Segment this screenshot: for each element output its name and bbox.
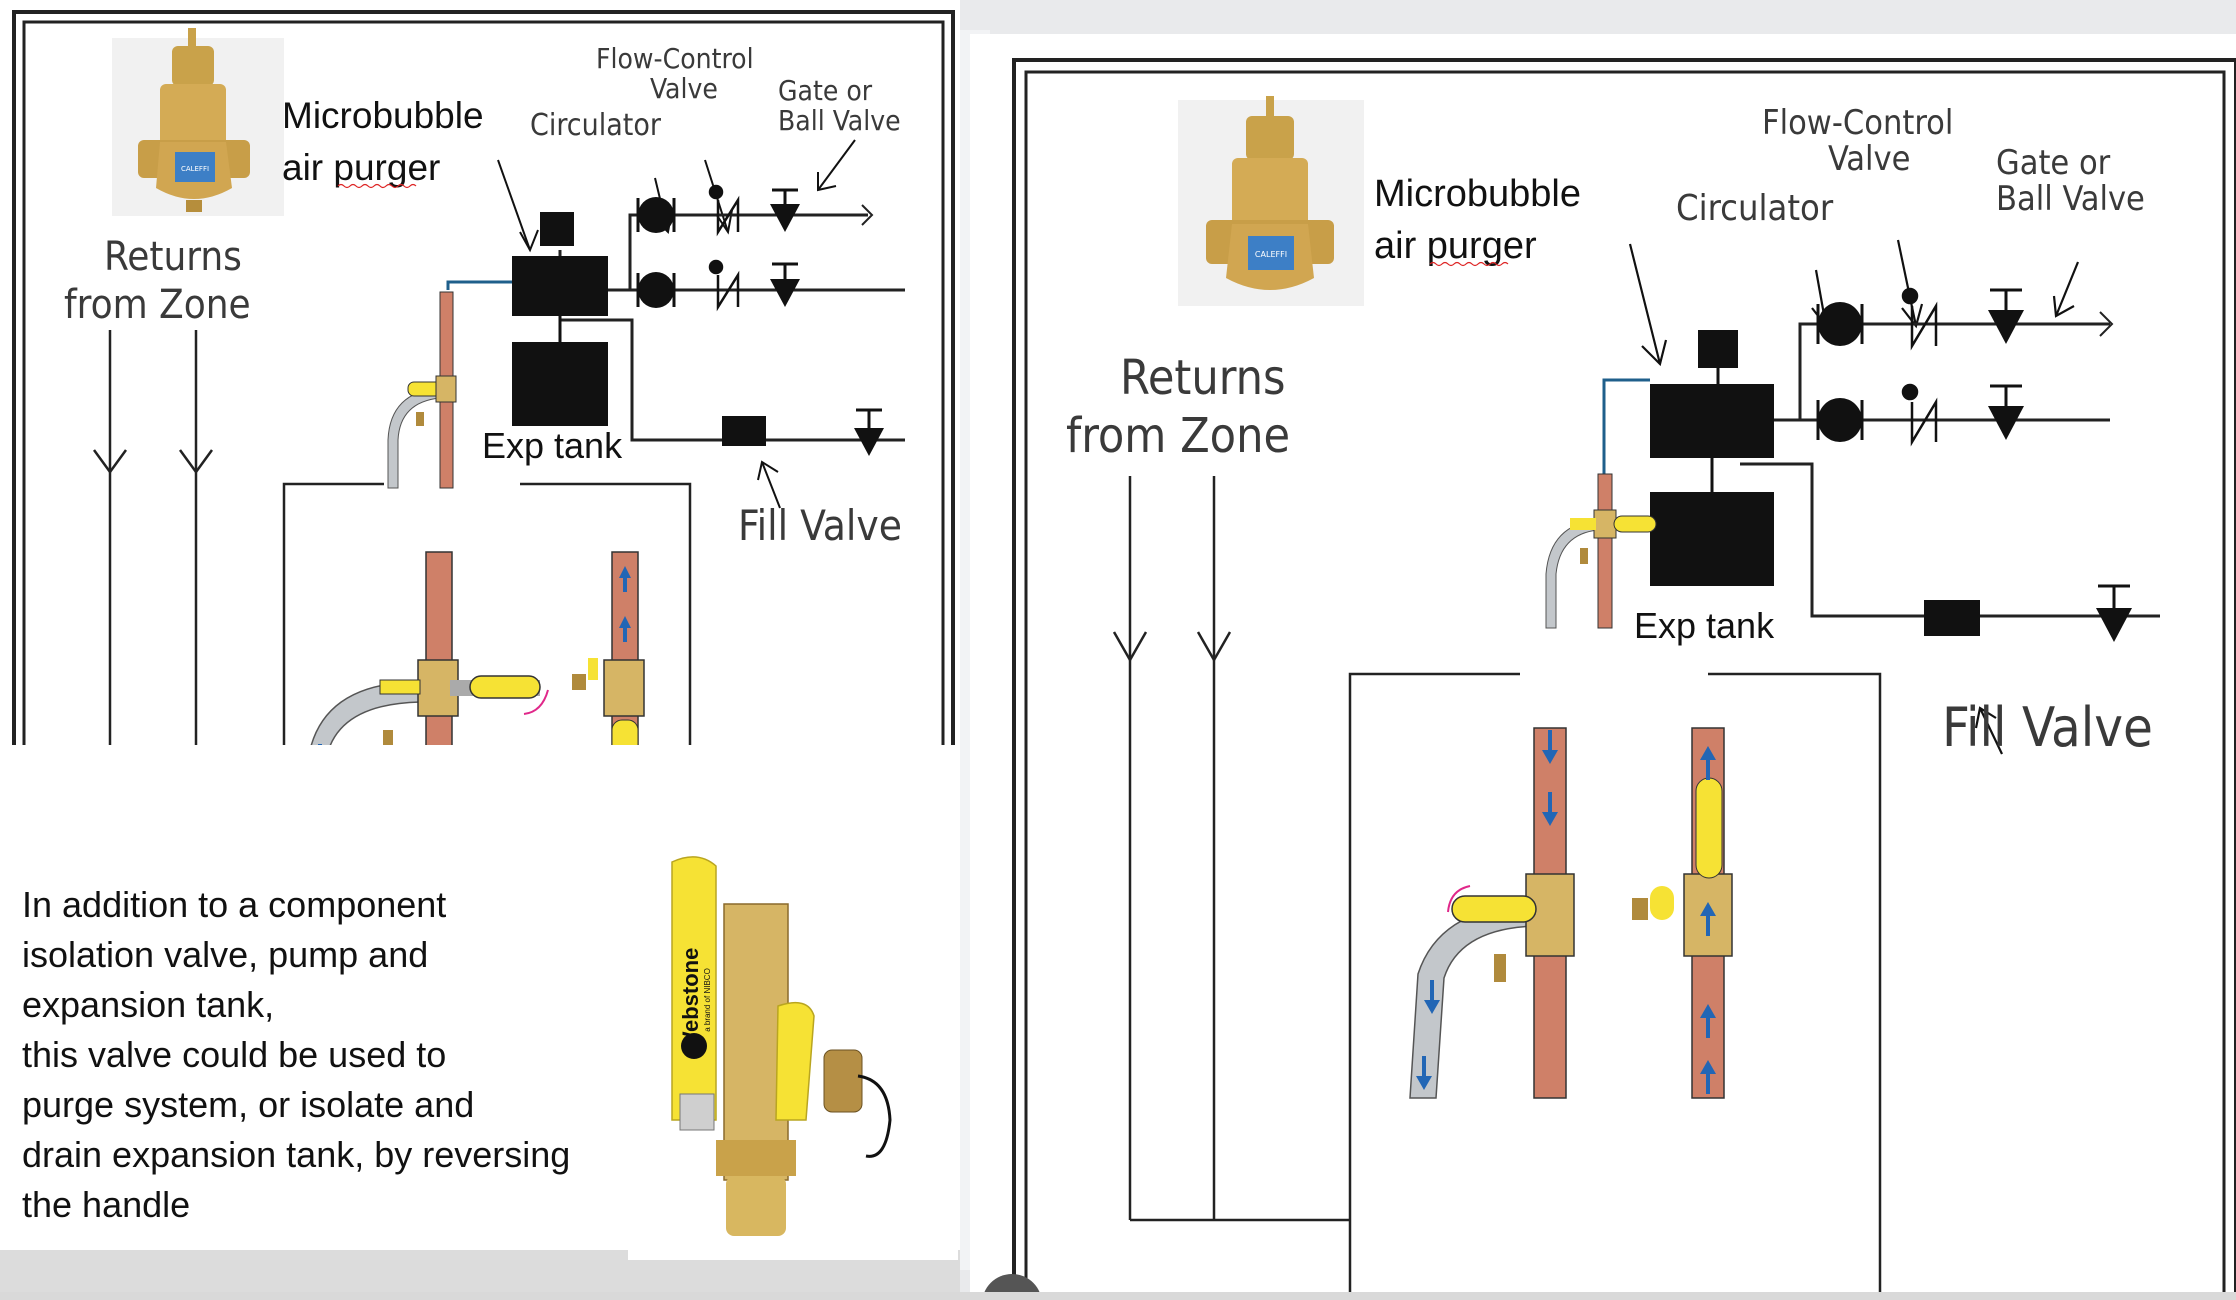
purger-label-line2: air purger — [282, 147, 440, 188]
fill-valve-label: Fill Valve — [738, 501, 902, 550]
exp-tank-symbol — [1650, 492, 1774, 586]
caleffi-badge — [175, 152, 215, 182]
bottom-bar — [0, 1292, 2236, 1300]
caption-line: drain expansion tank, by reversing — [22, 1134, 571, 1175]
svg-text:a brand of NIBCO: a brand of NIBCO — [703, 968, 712, 1032]
purge-valve-small — [387, 280, 512, 489]
returns-label-line1: Returns — [104, 234, 242, 280]
spellcheck-underline — [337, 183, 417, 189]
right-diagram-panel: CALEFFI Microbubble air purger Circulato… — [970, 34, 2236, 1294]
purger-label-line2: air purger — [1374, 225, 1537, 267]
flow-control-label-line2: Valve — [1828, 139, 1910, 179]
caption-line: expansion tank, — [22, 984, 275, 1025]
svg-text:CALEFFI: CALEFFI — [1255, 250, 1287, 259]
circulator-label: Circulator — [530, 108, 662, 143]
caption-line: this valve could be used to — [22, 1034, 447, 1075]
purger-label-line1: Microbubble — [282, 95, 484, 136]
webstone-valve-photo: Webstone a brand of NIBCO — [628, 850, 958, 1260]
fill-valve-symbol — [722, 416, 766, 446]
circulator-symbols — [1816, 302, 1864, 442]
flow-control-symbols — [1901, 287, 1938, 447]
caption-line: the handle — [22, 1184, 191, 1225]
flow-control-symbols — [708, 184, 740, 312]
flow-control-label-line1: Flow-Control — [596, 42, 754, 75]
purger-symbol — [1650, 384, 1774, 458]
outer-border — [12, 10, 955, 745]
returns-label-line1: Returns — [1120, 350, 1286, 406]
caption-text: In addition to a component isolation val… — [22, 880, 662, 1230]
gate-valve-label-line1: Gate or — [778, 74, 873, 107]
gate-valve-label-line1: Gate or — [1996, 143, 2111, 183]
circulator-symbols — [636, 197, 676, 308]
returns-label-line2: from Zone — [64, 282, 251, 328]
svg-text:CALEFFI: CALEFFI — [181, 165, 209, 173]
cursor-shadow — [983, 1274, 1041, 1294]
spellcheck-underline — [1429, 261, 1509, 267]
exp-tank-label: Exp tank — [482, 425, 623, 466]
purger-photo: CALEFFI — [112, 28, 284, 216]
gate-valve-label-line2: Ball Valve — [778, 104, 901, 137]
gate-valve-symbols — [1924, 288, 2132, 642]
right-schematic: CALEFFI Microbubble air purger Circulato… — [983, 58, 2236, 1294]
exp-tank-symbol — [512, 342, 608, 426]
fill-valve-symbol — [1924, 600, 1980, 636]
exp-tank-label: Exp tank — [1634, 605, 1775, 646]
outer-border — [1012, 58, 2236, 1294]
caption-line: In addition to a component — [22, 884, 447, 925]
purger-vent-symbol — [540, 212, 574, 246]
left-schematic: CALEFFI Microbubble air purger Circulato… — [12, 10, 955, 835]
gate-valve-symbols — [722, 188, 884, 456]
purger-photo: CALEFFI — [1178, 96, 1364, 306]
fill-valve-label: Fill Valve — [1942, 696, 2153, 759]
purger-symbol — [512, 256, 608, 316]
flow-control-label-line2: Valve — [650, 72, 718, 105]
gate-valve-label-line2: Ball Valve — [1996, 179, 2145, 219]
flow-control-label-line1: Flow-Control — [1762, 103, 1953, 143]
rotate-arrow-icon — [523, 689, 549, 715]
rotate-arrow-icon — [1447, 885, 1471, 913]
purger-vent-symbol — [1698, 330, 1738, 368]
piping-lines — [1740, 311, 2160, 618]
return-lines — [1112, 476, 1882, 1294]
circulator-label: Circulator — [1676, 188, 1834, 229]
flow-arrows-icon — [1416, 730, 1716, 1094]
caption-line: purge system, or isolate and — [22, 1084, 475, 1125]
piping-lines — [558, 204, 905, 442]
valve-handle — [671, 856, 717, 1121]
returns-label-line2: from Zone — [1066, 408, 1290, 464]
return-lines — [92, 330, 692, 745]
purge-valve-small — [1545, 378, 1657, 629]
purger-label-line1: Microbubble — [1374, 173, 1581, 215]
caption-line: isolation valve, pump and — [22, 934, 429, 975]
valve-flow-illustration — [1409, 727, 1733, 1099]
